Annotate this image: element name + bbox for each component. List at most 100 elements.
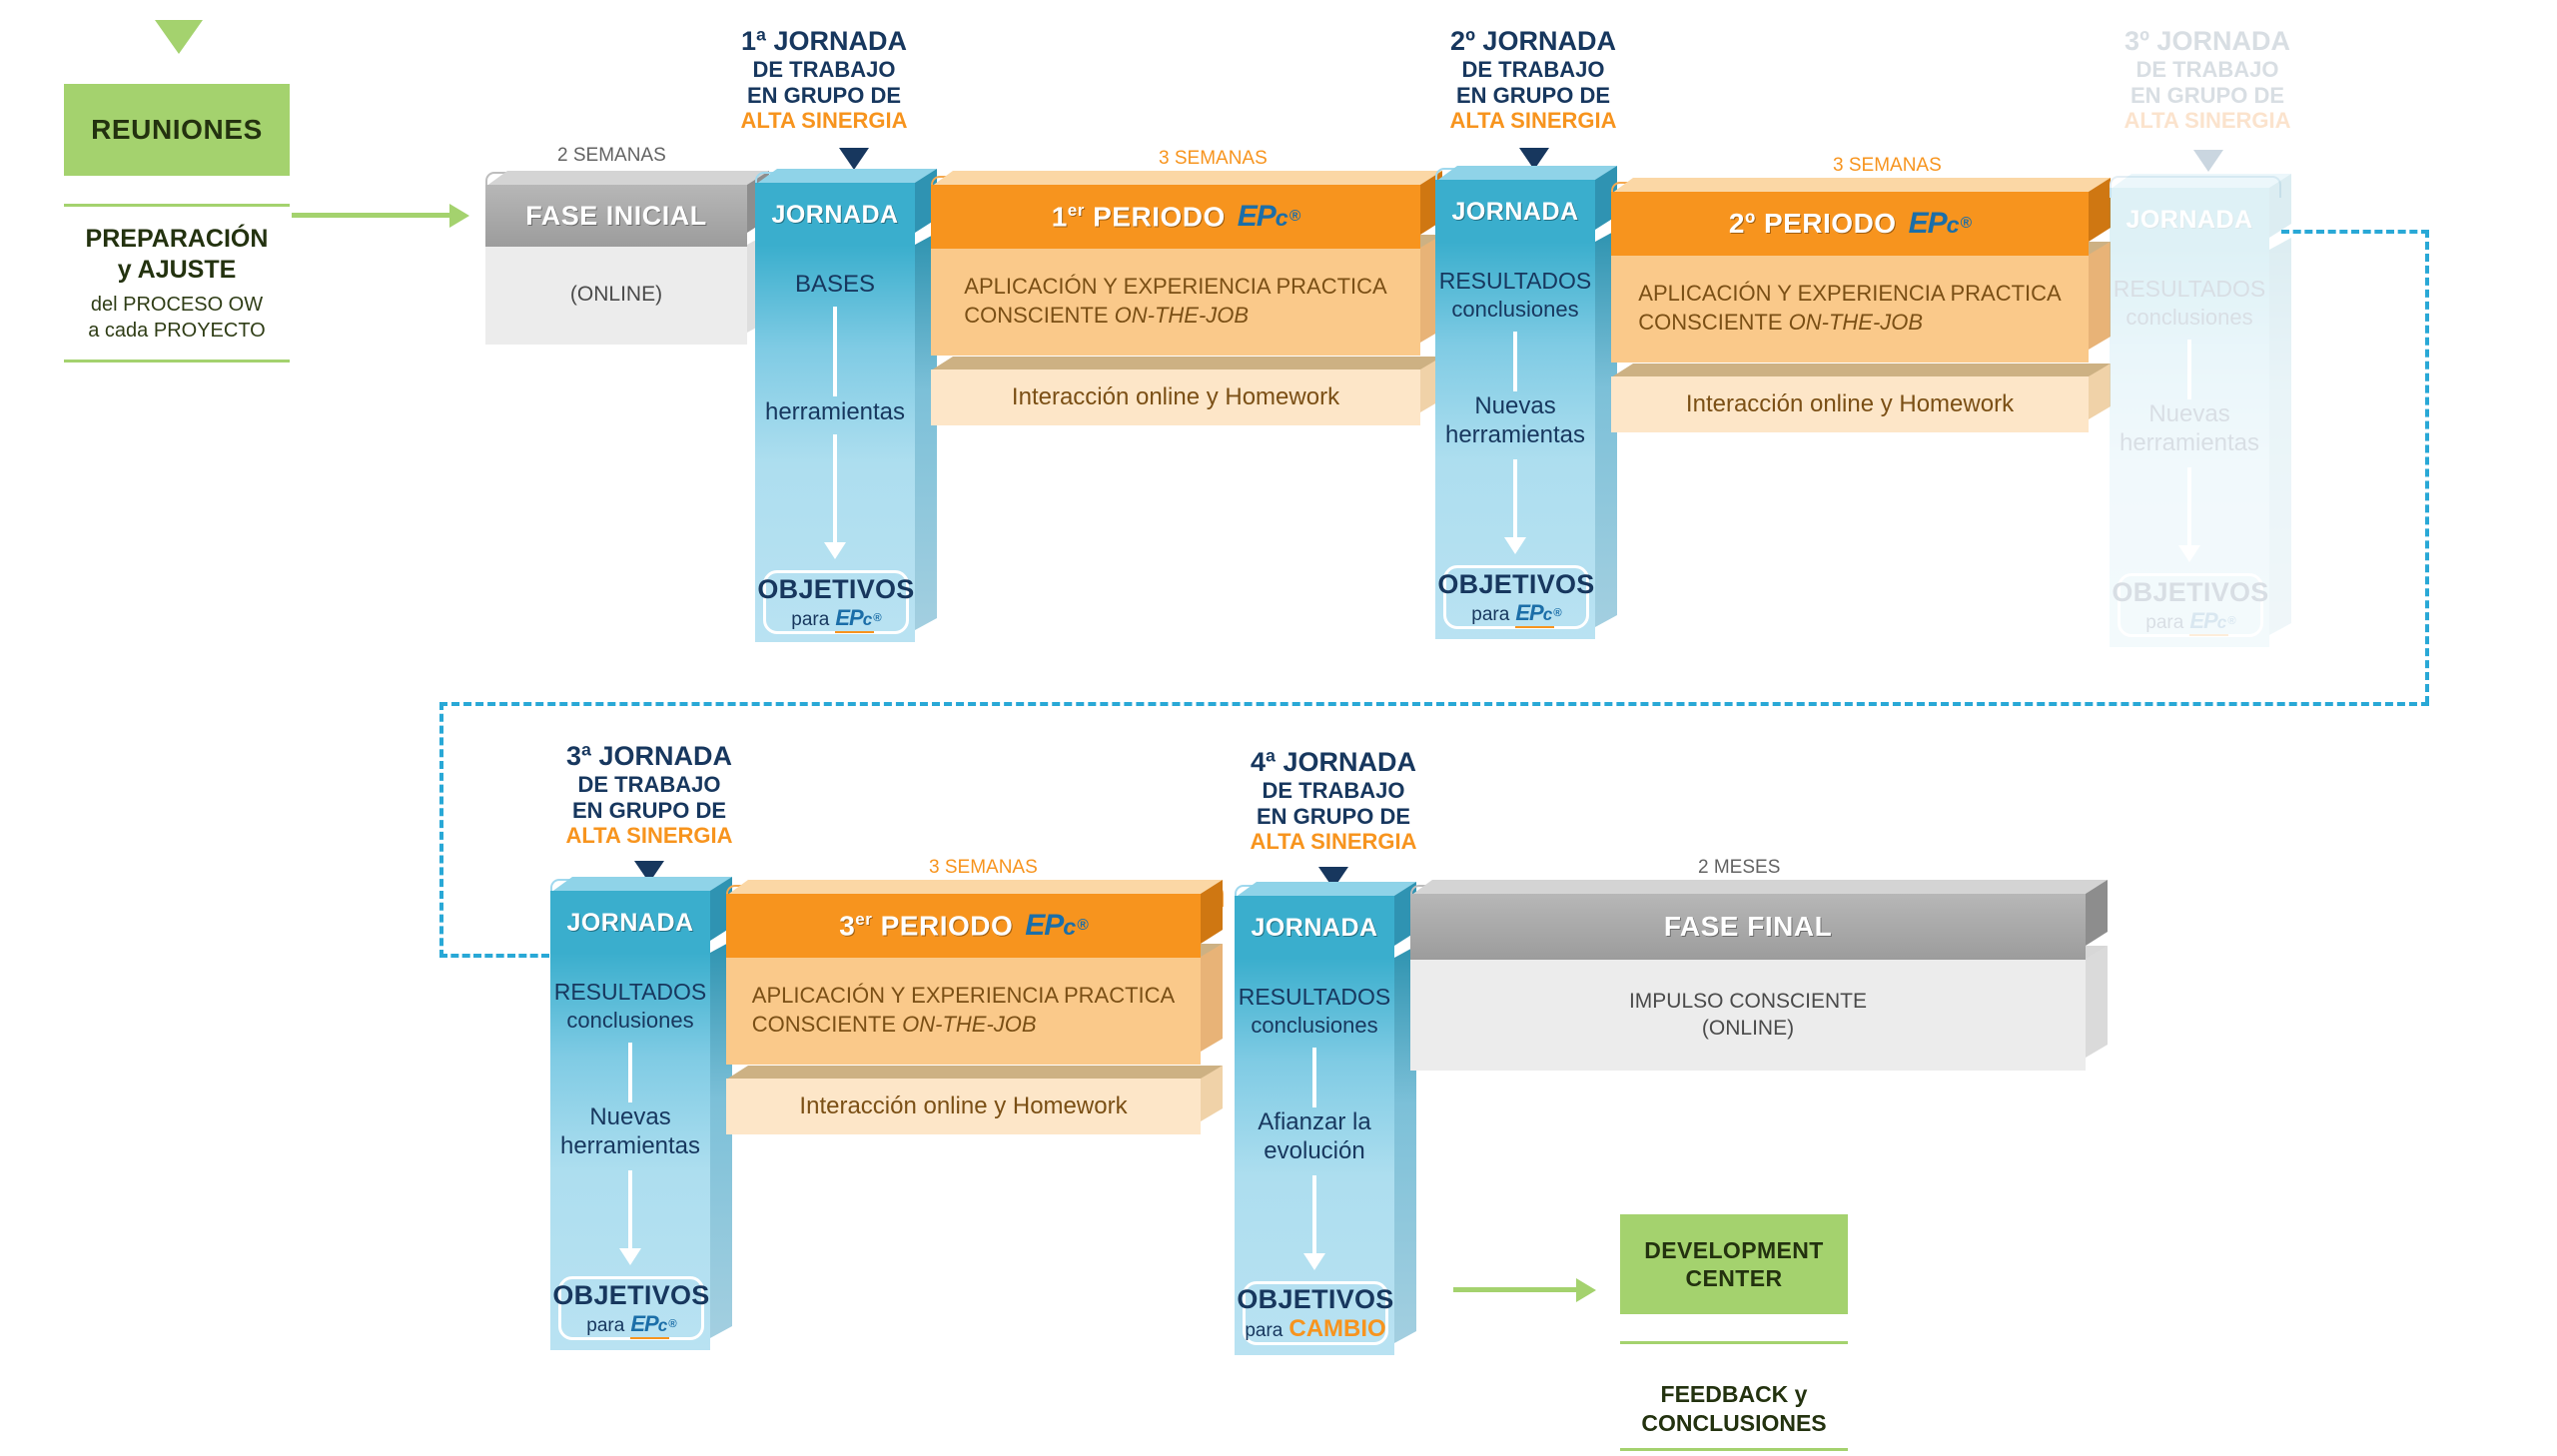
periodo1-header-top xyxy=(931,171,1442,187)
jornada1-caption-l4: ALTA SINERGIA xyxy=(740,108,908,134)
preparacion-line1: PREPARACIÓN xyxy=(85,225,269,253)
periodo1-body-text: APLICACIÓN Y EXPERIENCIA PRACTICA CONSCI… xyxy=(964,273,1386,330)
periodo1-block[interactable]: Interacción online y Homework APLICACIÓN… xyxy=(931,171,1442,449)
periodo3-body-text: APLICACIÓN Y EXPERIENCIA PRACTICA CONSCI… xyxy=(752,982,1175,1039)
fase-inicial-block[interactable]: (ONLINE) FASE INICIAL xyxy=(485,171,769,345)
periodo1-body-line1: APLICACIÓN Y EXPERIENCIA PRACTICA xyxy=(964,274,1387,300)
jornada3-ghost-objetivos-title: OBJETIVOS xyxy=(2112,576,2269,607)
jornada2-block[interactable]: JORNADA RESULTADOS conclusiones Nuevas h… xyxy=(1435,166,1617,639)
periodo1-header-word: PERIODO xyxy=(1093,201,1226,233)
periodo1-body-line2a: CONSCIENTE xyxy=(964,303,1115,328)
jornada4-objetivos-pill[interactable]: OBJETIVOS para CAMBIO xyxy=(1237,1281,1393,1345)
jornada2-header-face: JORNADA xyxy=(1435,180,1595,244)
periodo1-header-label: 1er PERIODO xyxy=(1052,201,1226,233)
fase-inicial-body-face: (ONLINE) xyxy=(485,245,747,345)
periodo2-duration: 3 SEMANAS xyxy=(1833,155,1942,176)
jornada3-ghost-objetivos-para: para xyxy=(2145,611,2184,633)
green-divider-bottom xyxy=(64,360,290,363)
periodo2-homework-top xyxy=(1611,364,2111,377)
development-center-box[interactable]: DEVELOPMENT CENTER xyxy=(1620,1214,1848,1314)
periodo3-body-line2a: CONSCIENTE xyxy=(751,1012,903,1037)
fase-final-header-side xyxy=(2086,880,2108,946)
green-arrow-line xyxy=(292,213,451,218)
jornada2-resultados-label: RESULTADOS xyxy=(1438,268,1592,294)
jornada2-body-face xyxy=(1435,242,1595,639)
jornada3-ghost-nuevas-l1: Nuevas xyxy=(2148,400,2230,427)
fase-inicial-header-label: FASE INICIAL xyxy=(525,200,707,231)
periodo2-homework-face: Interacción online y Homework xyxy=(1611,376,2089,432)
preparacion-sub2: a cada PROYECTO xyxy=(88,320,266,342)
jornada1-header-label: JORNADA xyxy=(771,200,899,229)
development-center-label: DEVELOPMENT CENTER xyxy=(1644,1236,1823,1292)
jornada2-pointer-icon xyxy=(1519,148,1549,170)
jornada1-herramientas-label: herramientas xyxy=(764,398,906,425)
jornada1-block[interactable]: JORNADA BASES herramientas OBJETIVOS par… xyxy=(755,169,937,642)
jornada3-ghost-body-face xyxy=(2110,250,2269,647)
periodo3-homework-label: Interacción online y Homework xyxy=(799,1092,1128,1119)
jornada2-nuevas-l2: herramientas xyxy=(1444,421,1586,449)
triangle-down-green-icon xyxy=(155,20,203,54)
jornada2-objetivos-para: para xyxy=(1471,603,1510,625)
jornada3-arrow-line-2 xyxy=(628,1170,632,1250)
jornada1-caption-l1: 1ª JORNADA xyxy=(740,26,908,56)
connector-dash-right xyxy=(2425,230,2429,704)
periodo2-block[interactable]: Interacción online y Homework APLICACIÓN… xyxy=(1611,178,2111,456)
fase-final-body-text: IMPULSO CONSCIENTE (ONLINE) xyxy=(1629,988,1867,1043)
jornada3-caption-l1: 3ª JORNADA xyxy=(565,741,733,771)
jornada1-objetivos-title: OBJETIVOS xyxy=(757,573,915,604)
jornada3-arrow-line-1 xyxy=(628,1043,632,1102)
jornada3-body-face xyxy=(550,953,710,1350)
periodo1-body-face: APLICACIÓN Y EXPERIENCIA PRACTICA CONSCI… xyxy=(931,248,1420,356)
periodo2-body-line1: APLICACIÓN Y EXPERIENCIA PRACTICA xyxy=(1638,281,2062,307)
jornada4-arrow-line-1 xyxy=(1312,1048,1316,1107)
jornada4-block[interactable]: JORNADA RESULTADOS conclusiones Afianzar… xyxy=(1235,882,1416,1355)
jornada3-ghost-nuevas-label: Nuevas herramientas xyxy=(2098,399,2281,458)
fase-inicial-duration: 2 SEMANAS xyxy=(557,145,666,166)
periodo3-block[interactable]: Interacción online y Homework APLICACIÓN… xyxy=(726,880,1223,1158)
jornada3-ghost-conclusiones-label: conclusiones xyxy=(2126,305,2253,330)
jornada4-objetivos-sub: para CAMBIO xyxy=(1245,1315,1385,1343)
periodo2-body-line2b: ON-THE-JOB xyxy=(1788,310,1924,335)
jornada3-nuevas-label: Nuevas herramientas xyxy=(538,1102,722,1161)
jornada2-nuevas-l1: Nuevas xyxy=(1474,392,1556,419)
jornada3-ghost-block: JORNADA RESULTADOS conclusiones Nuevas h… xyxy=(2110,174,2291,647)
jornada3-nuevas-l1: Nuevas xyxy=(589,1103,671,1130)
periodo3-header-sup: er xyxy=(855,909,873,929)
jornada3-header-top xyxy=(550,877,732,893)
jornada3-ghost-caption: 3º JORNADA DE TRABAJO EN GRUPO DE ALTA S… xyxy=(2083,26,2332,134)
periodo2-body-side xyxy=(2089,242,2111,350)
jornada3-block[interactable]: JORNADA RESULTADOS conclusiones Nuevas h… xyxy=(550,877,732,1350)
jornada2-nuevas-label: Nuevas herramientas xyxy=(1423,391,1607,450)
jornada1-bases-label: BASES xyxy=(794,271,876,298)
jornada1-caption: 1ª JORNADA DE TRABAJO EN GRUPO DE ALTA S… xyxy=(699,26,949,134)
jornada1-header-face: JORNADA xyxy=(755,183,915,247)
jornada3-arrow-head-icon xyxy=(619,1248,641,1265)
preparacion-line2: y AJUSTE xyxy=(117,256,237,285)
periodo2-header-word: PERIODO xyxy=(1763,208,1897,239)
periodo3-duration: 3 SEMANAS xyxy=(929,857,1038,878)
jornada4-arrow-head-icon xyxy=(1303,1253,1325,1270)
jornada4-afianzar-label: Afianzar la evolución xyxy=(1223,1107,1406,1166)
development-center-line2: CENTER xyxy=(1685,1265,1783,1291)
connector-dash-top xyxy=(2281,230,2429,234)
jornada4-objetivos-cambio: CAMBIO xyxy=(1288,1314,1386,1342)
feedback-title: FEEDBACK y CONCLUSIONES xyxy=(1606,1380,1862,1438)
jornada3-ghost-caption-l3: EN GRUPO DE xyxy=(2130,82,2285,108)
reuniones-label: REUNIONES xyxy=(91,113,263,145)
reuniones-box[interactable]: REUNIONES xyxy=(64,84,290,176)
fase-final-block[interactable]: IMPULSO CONSCIENTE (ONLINE) FASE FINAL xyxy=(1410,880,2108,1084)
fase-inicial-body-label: (ONLINE) xyxy=(569,283,663,306)
periodo3-header-top xyxy=(726,880,1223,896)
preparacion-subtitle: del PROCESO OW a cada PROYECTO xyxy=(50,292,304,344)
jornada3-ghost-caption-l1: 3º JORNADA xyxy=(2125,26,2290,56)
dev-divider-top xyxy=(1620,1341,1848,1344)
